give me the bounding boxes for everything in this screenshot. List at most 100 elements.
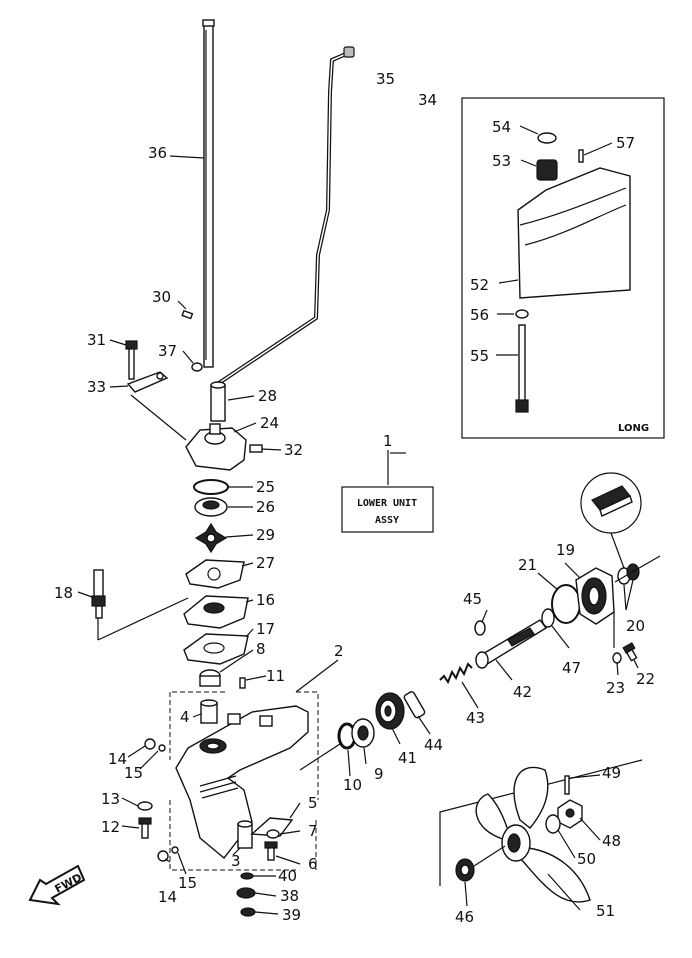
part-44-dog [403,691,426,719]
callout-labels: 36 35 34 30 31 37 33 28 24 32 25 26 29 2… [54,70,655,926]
part-14-bolt-upper [144,738,156,750]
part-17-gasket [183,633,249,665]
callout-27: 27 [256,554,275,572]
callout-44: 44 [424,736,443,754]
part-39-nut [240,907,256,917]
part-14-bolt-lower [157,850,169,862]
part-41-gear [375,692,405,730]
callout-40: 40 [278,867,297,885]
callout-54: 54 [492,118,511,136]
part-25-oring [193,479,229,495]
part-24-housing [185,427,247,471]
callout-33: 33 [87,378,106,396]
part-7-washer [266,829,280,839]
callout-28: 28 [258,387,277,405]
part-11-pin [239,677,246,689]
long-shaft-inset [461,97,665,439]
part-49-cotter-pin [564,775,570,795]
callout-1: 1 [383,432,393,450]
callout-43: 43 [466,709,485,727]
callout-30: 30 [152,288,171,306]
callout-39: 39 [282,906,301,924]
lower-unit-assy-box [341,450,434,533]
part-31-bolt [128,346,135,380]
callout-13: 13 [101,790,120,808]
callout-32: 32 [284,441,303,459]
part-47-washer [541,608,555,628]
callout-25: 25 [256,478,275,496]
callout-15-lower: 15 [178,874,197,892]
callout-3: 3 [231,852,241,870]
callout-26: 26 [256,498,275,516]
callout-11: 11 [266,667,285,685]
fwd-arrow: FWD [28,864,86,906]
callout-38: 38 [280,887,299,905]
callout-29: 29 [256,526,275,544]
part-38-nut [236,887,256,899]
callout-12: 12 [101,818,120,836]
part-45-clip [474,620,486,636]
callout-6: 6 [308,855,318,873]
part-21-oring [551,584,581,624]
part-56-washer [515,309,529,319]
callout-24: 24 [260,414,279,432]
callout-57: 57 [616,134,635,152]
callout-56: 56 [470,306,489,324]
callout-47: 47 [562,659,581,677]
inset-long-label: LONG [618,423,649,434]
callout-4: 4 [180,708,190,726]
part-40-washer [240,872,254,880]
part-37-clip [191,362,203,372]
callout-16: 16 [256,591,275,609]
callout-14-upper: 14 [108,750,127,768]
drive-shaft [202,19,215,368]
part-32-pin [249,444,263,453]
part-42-propeller-shaft [474,619,548,669]
part-29-impeller [194,522,228,554]
callout-41: 41 [398,749,417,767]
callout-37: 37 [158,342,177,360]
callout-35: 35 [376,70,395,88]
water-pump-parts [77,155,282,687]
part-30-pin [181,309,194,320]
part-55-bolt [518,324,526,404]
assy-box-line1: LOWER UNIT [357,498,417,509]
part-28-tube [210,384,226,422]
part-19-bearing-housing [575,567,615,625]
callout-50: 50 [577,850,596,868]
part-57-pin [578,149,584,163]
assy-box-line2: ASSY [375,515,399,526]
callout-5: 5 [308,794,318,812]
callout-22: 22 [636,670,655,688]
callout-18: 18 [54,584,73,602]
callout-49: 49 [602,764,621,782]
propeller-assembly [439,759,643,911]
callout-10: 10 [343,776,362,794]
callout-34: 34 [418,91,437,109]
callout-46: 46 [455,908,474,926]
callout-53: 53 [492,152,511,170]
callout-42: 42 [513,683,532,701]
part-15-washer-lower [171,846,179,854]
callout-20: 20 [626,617,645,635]
callout-2: 2 [334,642,344,660]
part-48-nut [557,799,583,829]
callout-48: 48 [602,832,621,850]
callout-14-lower: 14 [158,888,177,906]
callout-19: 19 [556,541,575,559]
part-54-clip [537,132,557,144]
part-13-washer [137,801,153,811]
part-27-gasket [185,559,245,589]
callout-9: 9 [374,765,384,783]
propeller-shaft-parts [299,452,661,777]
shift-rod [214,46,355,387]
part-51-propeller [475,766,591,903]
callout-36: 36 [148,144,167,162]
part-15-washer-upper [158,744,166,752]
part-18-bolt [91,569,106,619]
callout-8: 8 [256,640,266,658]
part-43-spring [439,662,473,685]
callout-15-upper: 15 [124,764,143,782]
callout-55: 55 [470,347,489,365]
